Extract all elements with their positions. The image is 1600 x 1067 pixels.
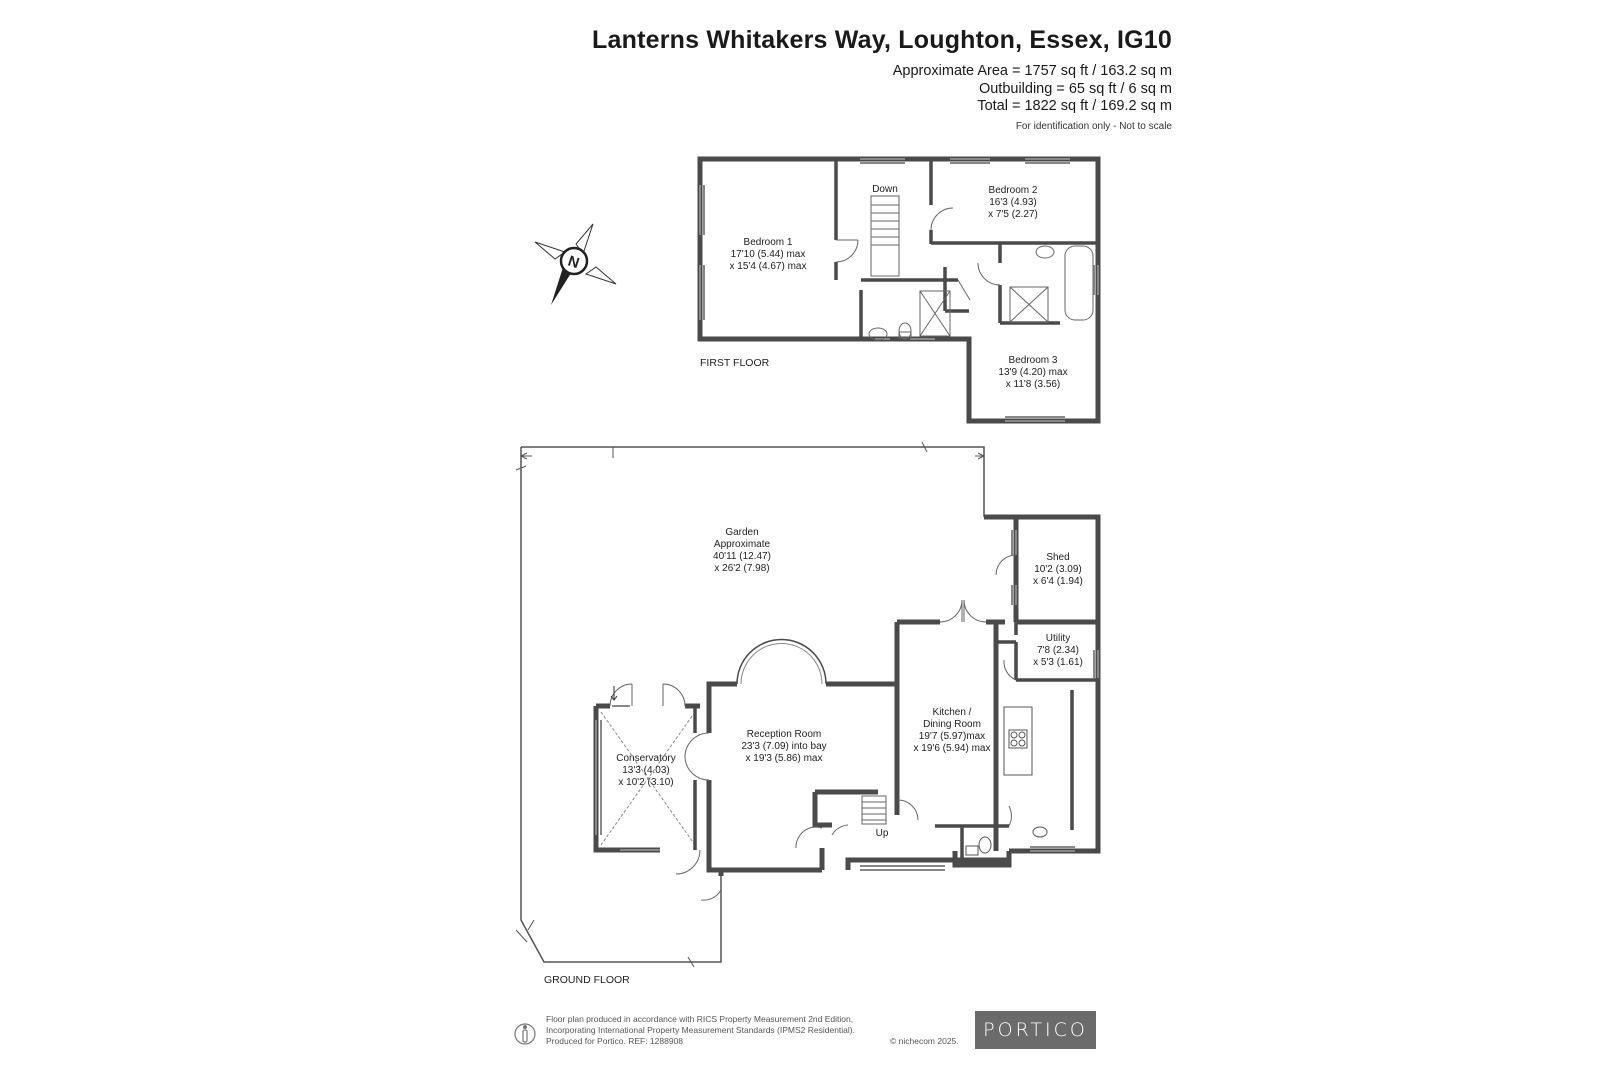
garden-name: Garden	[725, 527, 758, 538]
shed-dim1: 10'2 (3.09)	[1034, 564, 1082, 575]
outbuilding-area: Outbuilding = 65 sq ft / 6 sq m	[978, 80, 1172, 97]
utility-dim1: 7'8 (2.34)	[1037, 645, 1079, 656]
property-title: Lanterns Whitakers Way, Loughton, Essex,…	[592, 26, 1172, 54]
bedroom1-dim1: 17'10 (5.44) max	[731, 249, 806, 260]
ground-floor-label: GROUND FLOOR	[544, 974, 630, 986]
header: Lanterns Whitakers Way, Loughton, Essex,…	[592, 26, 1172, 132]
kitchen-name: Kitchen /	[933, 707, 972, 718]
compass-n-label: N	[566, 253, 582, 273]
conservatory-name: Conservatory	[616, 753, 675, 764]
bedroom3-name: Bedroom 3	[1009, 355, 1058, 366]
shed-dim2: x 6'4 (1.94)	[1033, 576, 1083, 587]
footer-line3: Produced for Portico. REF: 1288908	[546, 1036, 684, 1046]
footer-line1: Floor plan produced in accordance with R…	[546, 1014, 854, 1024]
utility-dim2: x 5'3 (1.61)	[1033, 657, 1083, 668]
bedroom3-dim2: x 11'8 (3.56)	[1006, 379, 1061, 390]
garden-line2: Approximate	[714, 539, 771, 550]
measurement-standard-icon	[514, 1023, 536, 1045]
footer-line2: Incorporating International Property Mea…	[546, 1025, 855, 1035]
bedroom2-name: Bedroom 2	[989, 185, 1038, 196]
total-area: Total = 1822 sq ft / 169.2 sq m	[977, 98, 1172, 114]
bedroom1-dim2: x 15'4 (4.67) max	[730, 261, 807, 272]
conservatory-dim1: 13'3 (4.03)	[622, 765, 670, 776]
ground-floor-plan	[515, 441, 1101, 968]
first-floor-label: FIRST FLOOR	[700, 357, 770, 369]
down-label: Down	[872, 184, 898, 195]
first-floor-plan	[697, 156, 1101, 424]
kitchen-line2: Dining Room	[923, 719, 981, 730]
shed-name: Shed	[1046, 552, 1069, 563]
reception-name: Reception Room	[747, 729, 821, 740]
conservatory-dim2: x 10'2 (3.10)	[618, 777, 673, 788]
compass-icon: N	[534, 223, 617, 305]
copyright: © nichecom 2025.	[890, 1036, 959, 1046]
garden-dim1: 40'11 (12.47)	[713, 551, 771, 562]
first-floor-labels: Down Bedroom 1 17'10 (5.44) max x 15'4 (…	[730, 184, 1068, 390]
ground-floor-labels: Garden Approximate 40'11 (12.47) x 26'2 …	[616, 527, 1083, 839]
footer-note: Floor plan produced in accordance with R…	[546, 1014, 855, 1047]
up-label: Up	[876, 828, 889, 839]
approximate-area: Approximate Area = 1757 sq ft / 163.2 sq…	[892, 63, 1172, 79]
reception-dim1: 23'3 (7.09) into bay	[741, 741, 826, 752]
bedroom2-dim2: x 7'5 (2.27)	[988, 209, 1038, 220]
reception-dim2: x 19'3 (5.86) max	[746, 753, 823, 764]
kitchen-dim1: 19'7 (5.97)max	[919, 731, 985, 742]
garden-dim2: x 26'2 (7.98)	[714, 563, 769, 574]
bedroom3-dim1: 13'9 (4.20) max	[998, 367, 1067, 378]
scale-disclaimer: For identification only - Not to scale	[1015, 120, 1172, 132]
bedroom2-dim1: 16'3 (4.93)	[989, 197, 1037, 208]
utility-name: Utility	[1046, 633, 1070, 644]
kitchen-dim2: x 19'6 (5.94) max	[914, 743, 991, 754]
portico-logo: PORTICO	[975, 1011, 1096, 1049]
bedroom1-name: Bedroom 1	[744, 237, 793, 248]
